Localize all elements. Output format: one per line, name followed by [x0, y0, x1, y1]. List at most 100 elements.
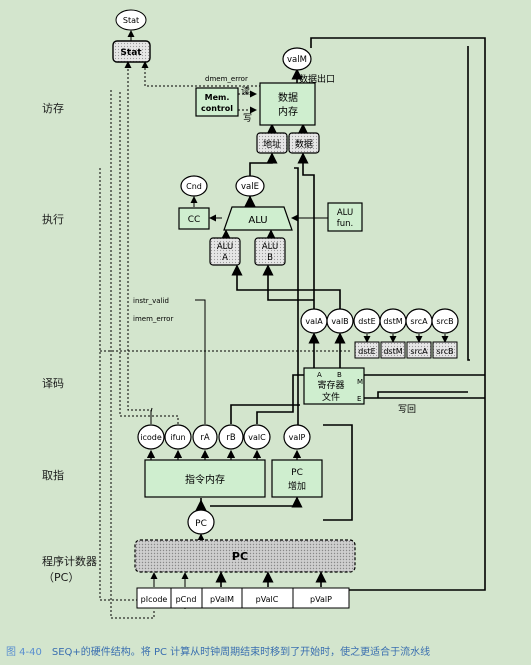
pc-increment-block: PC 增加	[271, 459, 323, 498]
svg-text:pCnd: pCnd	[176, 595, 197, 604]
pc-input-pValM: pValM	[201, 587, 243, 609]
mem-control-block: Mem. control	[195, 87, 239, 117]
svg-text:pValP: pValP	[310, 595, 332, 604]
svg-text:valA: valA	[305, 317, 323, 326]
stage-execute: 执行	[42, 212, 64, 226]
svg-text:数据: 数据	[278, 91, 298, 104]
pc-input-pIcode: pIcode	[136, 587, 172, 609]
pc-input-pValC: pValC	[241, 587, 294, 609]
pc-input-pValP: pValP	[292, 587, 350, 609]
reg-box-srcB: srcB	[432, 341, 458, 359]
svg-text:PC: PC	[232, 550, 248, 563]
stat-output: Stat	[115, 9, 147, 31]
svg-text:Mem.: Mem.	[205, 93, 230, 102]
imem-error-label: imem_error	[133, 315, 173, 323]
instruction-memory-block: 指令内存	[144, 459, 266, 498]
svg-text:B: B	[267, 253, 273, 263]
svg-text:dstE: dstE	[358, 317, 375, 326]
svg-text:内存: 内存	[278, 105, 298, 118]
stage-pc-line1: 程序计数器	[42, 554, 97, 568]
stage-memory: 访存	[42, 101, 64, 115]
svg-text:srcA: srcA	[410, 347, 428, 356]
svg-text:fun.: fun.	[337, 219, 353, 229]
reg-ellipse-valA: valA	[300, 308, 328, 334]
svg-text:指令内存: 指令内存	[185, 473, 225, 486]
instr-valid-label: instr_valid	[133, 297, 169, 305]
svg-text:dstM: dstM	[383, 347, 402, 356]
fetch-ellipse-valC: valC	[243, 424, 271, 450]
svg-text:valM: valM	[287, 55, 307, 65]
write-label: 写	[243, 113, 252, 124]
svg-text:CC: CC	[188, 215, 201, 225]
pc-oval: PC	[187, 509, 215, 535]
stage-fetch: 取指	[42, 468, 64, 482]
reg-ellipse-dstE: dstE	[353, 308, 381, 334]
reg-ellipse-valB: valB	[326, 308, 354, 334]
svg-text:A: A	[317, 371, 322, 379]
svg-text:control: control	[201, 104, 233, 113]
alu-block: ALU	[223, 206, 293, 231]
svg-text:Stat: Stat	[123, 16, 139, 25]
svg-text:valC: valC	[248, 433, 266, 442]
pc-register-block: PC	[134, 539, 356, 573]
svg-text:srcA: srcA	[410, 317, 428, 326]
svg-text:valB: valB	[331, 317, 348, 326]
reg-box-dstM: dstM	[380, 341, 406, 359]
figure-caption: 图 4-40 SEQ+的硬件结构。将 PC 计算从时钟周期结束时移到了开始时，使之…	[6, 643, 526, 658]
reg-ellipse-srcB: srcB	[431, 308, 459, 334]
svg-text:ALU: ALU	[217, 242, 233, 252]
fetch-fields: icode ifun rA rB valC	[137, 424, 271, 450]
svg-text:ALU: ALU	[337, 208, 353, 218]
alu-fun-block: ALU fun.	[327, 202, 363, 232]
svg-text:ifun: ifun	[170, 433, 185, 442]
svg-text:PC: PC	[195, 519, 207, 529]
data-out-label: 数据出口	[299, 73, 335, 85]
stage-pc-line2: （PC）	[43, 571, 79, 584]
reg-top-row: valA valB dstE dstM srcA srcB	[300, 308, 459, 334]
svg-text:ALU: ALU	[262, 242, 278, 252]
pc-input-row: pIcode pCnd pValM pValC pValP	[136, 587, 350, 609]
reg-ellipse-srcA: srcA	[405, 308, 433, 334]
data-block: 数据	[288, 132, 320, 154]
svg-text:ALU: ALU	[248, 215, 267, 226]
addr-block: 地址	[256, 132, 288, 154]
dmem-error-label: dmem_error	[205, 75, 248, 83]
svg-text:Stat: Stat	[120, 48, 142, 58]
data-memory-block: 数据 内存	[259, 82, 316, 126]
reg-bottom-row: dstE dstM srcA srcB	[354, 341, 458, 359]
svg-text:增加: 增加	[288, 480, 306, 492]
fetch-ellipse-ifun: ifun	[164, 424, 192, 450]
svg-text:srcB: srcB	[436, 317, 453, 326]
valM-oval: valM	[282, 47, 312, 71]
svg-text:dstE: dstE	[358, 347, 375, 356]
reg-box-dstE: dstE	[354, 341, 380, 359]
fetch-ellipse-icode: icode	[137, 424, 165, 450]
svg-text:PC: PC	[291, 468, 303, 478]
read-label: 读	[241, 85, 250, 97]
fetch-ellipse-rB: rB	[218, 424, 244, 450]
svg-text:M: M	[357, 378, 363, 386]
stage-decode: 译码	[42, 377, 64, 390]
figure-number: 图 4-40	[6, 647, 42, 658]
svg-text:A: A	[222, 253, 228, 263]
svg-text:B: B	[337, 371, 342, 379]
wires	[99, 30, 486, 619]
svg-text:rA: rA	[200, 433, 209, 443]
reg-box-srcA: srcA	[406, 341, 432, 359]
svg-text:E: E	[357, 395, 361, 403]
svg-text:数据: 数据	[295, 138, 313, 150]
stat-block: Stat	[112, 40, 151, 63]
valP-oval: valP	[283, 424, 311, 450]
svg-text:Cnd: Cnd	[186, 182, 202, 191]
reg-ellipse-dstM: dstM	[379, 308, 407, 334]
svg-text:valP: valP	[289, 433, 306, 442]
svg-text:地址: 地址	[263, 138, 281, 150]
figure-caption-text: SEQ+的硬件结构。将 PC 计算从时钟周期结束时移到了开始时，使之更适合于流水…	[51, 647, 431, 658]
stage-labels: 访存 执行 译码 取指 程序计数器 （PC）	[42, 101, 97, 584]
svg-text:pIcode: pIcode	[141, 595, 168, 604]
cnd-oval: Cnd	[180, 175, 208, 197]
svg-text:寄存器: 寄存器	[317, 379, 344, 391]
svg-text:rB: rB	[226, 433, 235, 443]
register-file-block: A B 寄存器 文件 M E	[303, 367, 365, 405]
